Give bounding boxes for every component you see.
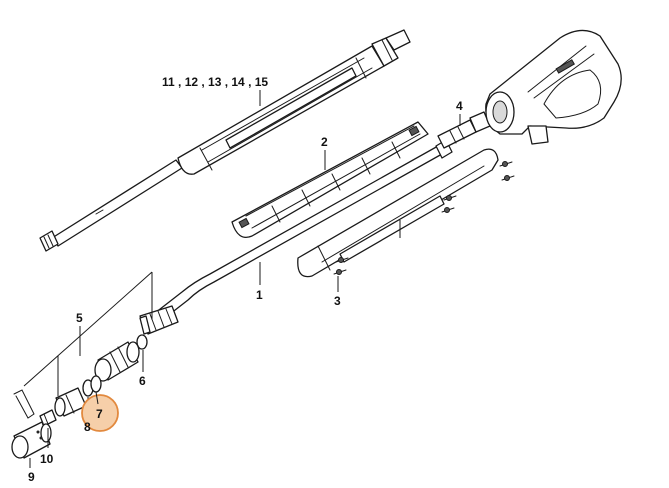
o-ring-6[interactable] [136,334,148,350]
label-9: 9 [28,470,35,484]
label-11-15: 11 , 12 , 13 , 14 , 15 [162,75,268,89]
lance-assembly-11-15[interactable] [39,29,411,252]
label-5: 5 [76,311,83,325]
grip-shell-2[interactable] [231,121,429,239]
label-4: 4 [456,99,463,113]
o-ring-7[interactable] [90,375,102,393]
screw [441,207,455,213]
label-8: 8 [84,420,91,434]
label-10: 10 [40,452,54,466]
screw [443,195,457,201]
lance-tube-1[interactable] [139,139,453,335]
label-6: 6 [139,374,146,388]
label-3: 3 [334,294,341,308]
screw [335,257,349,263]
label-7: 7 [96,407,103,421]
highlight-circle-7 [81,394,119,432]
screw [333,269,347,275]
connector-4[interactable] [437,111,491,149]
nozzle-cap[interactable] [94,341,140,382]
trigger-gun[interactable] [485,29,622,145]
label-2: 2 [321,135,328,149]
nozzle-head-9[interactable] [11,421,52,459]
screw [499,161,513,167]
coupling-5[interactable] [13,387,87,419]
nozzle-insert-10[interactable] [39,409,57,427]
label-1: 1 [256,288,263,302]
grip-shell-3[interactable] [297,148,515,278]
screw [501,175,515,181]
